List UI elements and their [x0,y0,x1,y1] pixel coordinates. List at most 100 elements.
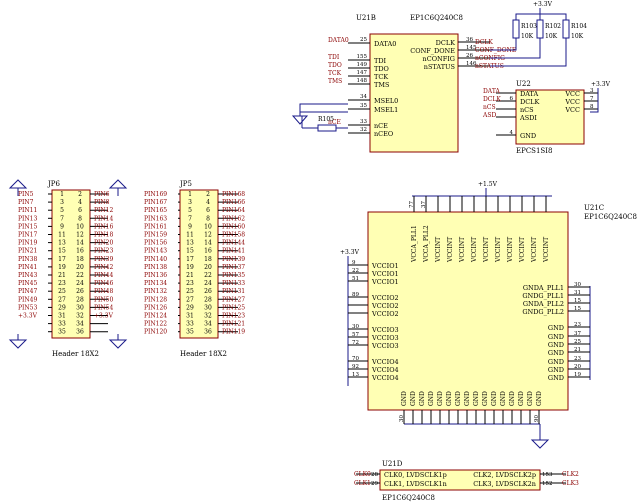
u21c-pin-name: VCCINT [483,237,490,263]
u22-pin-name: ASDI [519,114,537,122]
jp6-left-power-icon [8,179,28,189]
u22-pin-name: VCC [564,98,580,106]
jp6-pin-number: 7 [60,215,64,222]
jp5-net-label: PIN121 [222,321,245,328]
u21c-pin-number: 23 [574,322,581,328]
u21c-pin-name: VCCIO4 [371,366,399,374]
u21b-pin-number: 34 [360,94,367,100]
u21d-pin-name: CLK2, LVDSCLK2p [473,471,536,479]
u21b-net-label: TCK [328,70,342,77]
u21c-pin-name: GNDG_PLL2 [522,308,564,316]
r102-ref: R102 [545,23,561,30]
u21c-pin-name: VCCIO3 [371,326,399,334]
jp6-pin-number: 26 [76,288,84,295]
jp5-pin-number: 27 [186,296,194,303]
u21c-pin-name: VCCIO1 [371,270,399,278]
jp5-pin-number: 1 [188,191,192,198]
jp5-pin-number: 4 [206,199,210,206]
jp6-net-label: PIN11 [18,207,37,214]
u21c-pin-name: VCCIO4 [371,374,399,382]
jp5-pin-number: 2 [206,191,210,198]
r103-ref: R103 [521,23,537,30]
jp5-ref: JP5 [179,180,192,188]
jp5-pin-number: 15 [186,248,194,255]
u21b-pin-name: TDO [374,65,389,73]
pullup-wire-confdone [490,38,517,51]
jp6-pin-number: 29 [58,304,66,311]
jp5-net-label: PIN160 [222,223,245,230]
u21b-net-label: TDO [328,62,342,69]
jp5-pin-number: 24 [204,280,212,287]
u21c-body [367,211,569,411]
u21c-rail-left: +3.3V [340,249,360,256]
u21b-pin-name: DCLK [436,39,456,47]
u21c-part: EP1C6Q240C8 [584,213,637,221]
r104-ref: R104 [571,23,587,30]
u21c-pin-name: VCCIO2 [371,310,399,318]
u21c-pin-name: GND [446,391,453,406]
u21c-pin-name: VCCINT [459,237,466,263]
r103-value: 10K [521,33,534,40]
u21c-pin-name: GND [518,391,525,406]
u21c-pin-name: GND [548,374,564,382]
u21d-net-label: CLK3 [562,480,579,487]
jp5-pin-number: 13 [186,240,194,247]
jp5-pin-number: 19 [186,264,194,271]
jp5-net-label: PIN135 [222,272,245,279]
u22-part: EPCS1SI8 [516,147,552,155]
u21c-pin-name: VCCINT [447,237,454,263]
u21d-pin-name: CLK1, LVDSCLK1n [384,480,447,488]
u21c-pin-name: GND [491,391,498,406]
jp6-pin-number: 28 [76,296,84,303]
jp5-net-label: PIN159 [144,232,167,239]
u21b-pin-number: 147 [357,70,368,76]
u21c-pin-name: GND [419,391,426,406]
u21c-pin-name: VCCINT [519,237,526,263]
u21c-pin-name: VCCINT [435,237,442,263]
u21b-net-label: nCE [328,119,341,126]
u21c-pin-number: 9 [352,260,356,266]
u21b-net-label: DATA0 [328,37,349,44]
jp6-pin-number: 30 [76,304,84,311]
u21c-pin-number: 37 [574,331,581,337]
u21c-pin-name: GND [548,366,564,374]
jp5-pin-number: 25 [186,288,194,295]
r105-body [317,124,337,132]
u21c-pin-name: GND [500,391,507,406]
u21b-pin-number: 35 [360,103,367,109]
jp6-pin-number: 21 [58,272,66,279]
jp5-net-label: PIN169 [144,191,167,198]
jp6-net-label: PIN48 [94,288,113,295]
jp5-net-label: PIN141 [222,248,245,255]
jp6-net-label: PIN41 [18,264,37,271]
jp5-net-label: PIN132 [144,288,167,295]
u21c-pin-name: GNDA_PLL1 [523,284,564,292]
jp6-net-label: PIN47 [18,288,37,295]
u21b-pin-number: 32 [360,127,367,133]
u21b-pin-name: TMS [374,81,389,89]
u21b-pin-name: nCE [374,122,388,130]
jp5-net-label: PIN134 [144,280,167,287]
jp6-pin-number: 11 [58,232,66,239]
u21b-pin-name: TCK [374,73,388,81]
u22-pin-name: nCS [520,106,534,114]
jp6-net-label: PIN19 [18,240,37,247]
u21b-pin-number: 36 [466,37,473,43]
jp5-pin-number: 22 [204,272,212,279]
jp6-pin-number: 13 [58,240,66,247]
jp6-net-label: PIN15 [18,223,37,230]
jp6-net-label: PIN39 [94,256,113,263]
u21c-pin-number: 31 [574,290,581,296]
jp6-net-label: PIN50 [94,296,113,303]
jp5-pin-number: 12 [204,232,212,239]
u21c-pin-name: GND [455,391,462,406]
jp6-body [51,189,91,339]
jp6-pin-number: 8 [78,215,82,222]
jp5-pin-number: 30 [204,304,212,311]
